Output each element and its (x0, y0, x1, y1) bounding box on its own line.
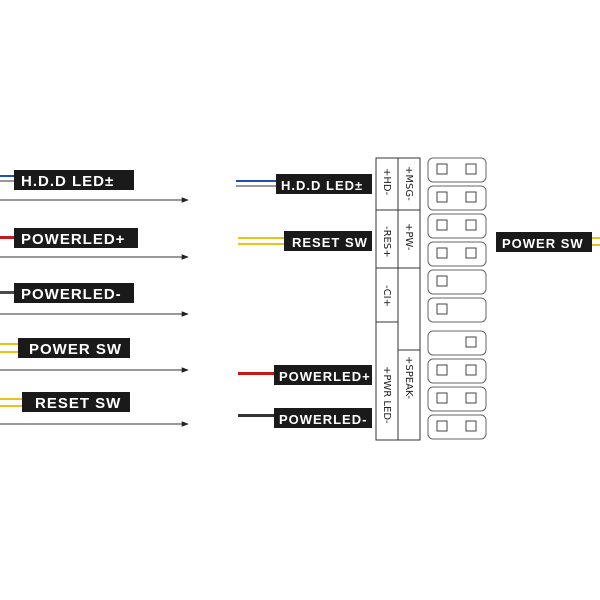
left-connector-hdd-led: H.D.D LED± (0, 170, 189, 203)
left-label-hdd-led: H.D.D LED± (21, 173, 114, 190)
header-label-hd: +HD- (381, 168, 392, 196)
left-label-reset-sw: RESET SW (35, 395, 121, 412)
pin (436, 247, 448, 259)
center-connector-powerled-plus: POWERLED+ (238, 365, 372, 385)
pin (436, 191, 448, 203)
right-connector-power-sw: POWER SW (496, 232, 600, 252)
pin (465, 163, 477, 175)
left-connector-reset-sw: RESET SW (0, 392, 189, 427)
left-label-power-sw: POWER SW (29, 341, 122, 358)
pin (465, 364, 477, 376)
left-label-powerled-plus: POWERLED+ (21, 231, 125, 248)
center-label-powerled-minus: POWERLED- (279, 412, 367, 427)
pin (465, 392, 477, 404)
pin (436, 364, 448, 376)
header-label-speak: +SPEAK- (403, 356, 414, 399)
pin (465, 247, 477, 259)
pin (436, 420, 448, 432)
header-label-pw: +PW- (403, 223, 414, 251)
header-label-pwr-led: +PWR LED- (381, 366, 392, 424)
pin (436, 275, 448, 287)
pin (436, 392, 448, 404)
center-label-reset-sw: RESET SW (292, 235, 368, 250)
left-label-powerled-minus: POWERLED- (21, 286, 122, 303)
left-connector-powerled-minus: POWERLED- (0, 283, 189, 317)
pin-cell (427, 330, 487, 356)
left-connector-power-sw: POWER SW (0, 338, 189, 373)
pin (436, 303, 448, 315)
pin (465, 336, 477, 348)
center-label-hdd-led: H.D.D LED± (281, 178, 363, 193)
header-label-ci: -CI+ (381, 285, 392, 307)
header-label-msg: +MSG- (403, 166, 414, 201)
header-label-res: -RES+ (381, 226, 392, 258)
center-connector-reset-sw: RESET SW (238, 231, 372, 251)
pin (465, 191, 477, 203)
pin (436, 219, 448, 231)
left-connector-powerled-plus: POWERLED+ (0, 228, 189, 260)
right-label-power-sw: POWER SW (502, 236, 584, 251)
pin (436, 163, 448, 175)
pin-grid (427, 157, 487, 440)
header-label-block: +HD- -RES+ -CI+ +PWR LED- +MSG- +PW- +SP… (375, 157, 421, 441)
center-connector-hdd-led: H.D.D LED± (236, 174, 372, 194)
center-connector-powerled-minus: POWERLED- (238, 408, 372, 428)
pin (465, 420, 477, 432)
center-label-powerled-plus: POWERLED+ (279, 369, 371, 384)
pin (465, 219, 477, 231)
